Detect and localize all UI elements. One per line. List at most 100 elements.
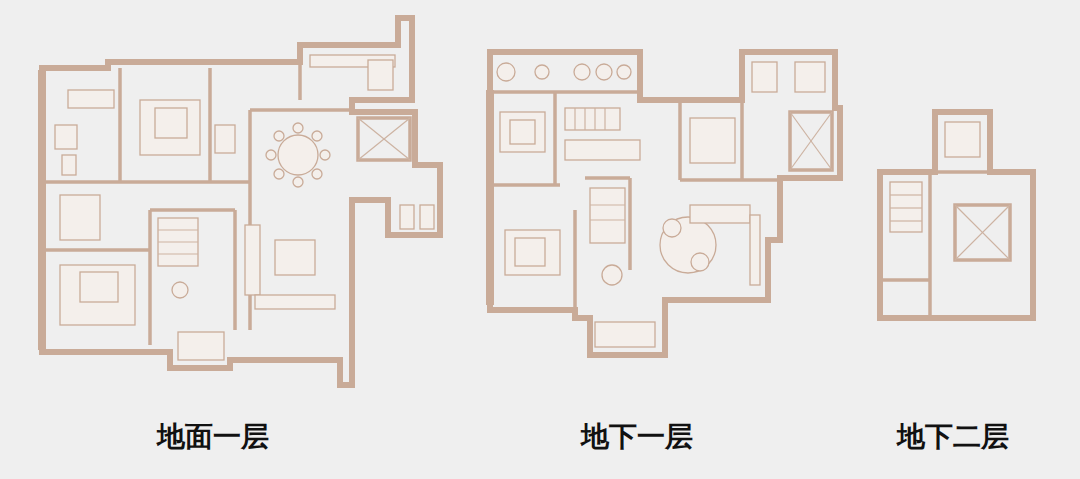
- basement-one-plan-part: [790, 112, 832, 170]
- ground-floor-plan-part: [320, 150, 330, 160]
- basement-one-plan-part: [740, 100, 744, 180]
- ground-floor-plan-part: [42, 180, 250, 184]
- basement-one-plan-part: [490, 90, 640, 94]
- ground-floor-plan-part: [266, 150, 276, 160]
- basement-one-plan-part: [505, 230, 560, 275]
- basement-one-plan-part: [590, 204, 625, 205]
- basement-one-plan-part: [490, 183, 560, 187]
- basement-one-plan-part: [795, 62, 825, 92]
- basement-one-plan-part: [678, 100, 682, 180]
- basement-one-plan-part: [690, 205, 750, 223]
- ground-floor-plan-part: [420, 205, 434, 229]
- basement-two-plan-part: [955, 205, 1010, 260]
- ground-floor-plan-part: [62, 155, 76, 175]
- basement-one-plan-part: [594, 108, 595, 130]
- ground-floor-plan-part: [148, 210, 152, 345]
- ground-floor-plan-part: [42, 18, 440, 385]
- ground-floor-plan: [38, 18, 440, 385]
- basement-two-plan-part: [935, 170, 990, 174]
- basement-one-plan-part: [628, 178, 632, 270]
- ground-floor-plan-part: [250, 108, 352, 112]
- basement-one-plan-part: [602, 265, 622, 285]
- basement-one-plan-part: [585, 176, 630, 180]
- basement-one-plan-part: [590, 188, 625, 243]
- ground-floor-plan-part: [158, 241, 198, 242]
- ground-floor-plan-part: [275, 240, 315, 275]
- ground-floor-plan-part: [140, 100, 200, 155]
- basement-two-plan-part: [890, 194, 922, 195]
- ground-floor-plan-part: [298, 62, 302, 100]
- ground-floor-plan-part: [278, 135, 318, 175]
- ground-floor-plan-part: [293, 177, 303, 187]
- ground-floor-plan-part: [215, 125, 235, 153]
- basement-one-plan-part: [663, 219, 681, 237]
- ground-floor-plan-part: [245, 225, 260, 295]
- ground-floor-plan-part: [274, 169, 284, 179]
- basement-one-plan-part: [490, 52, 840, 355]
- ground-floor-plan-part: [208, 68, 212, 182]
- basement-one-plan-part: [515, 238, 545, 266]
- ground-floor-plan-part: [248, 110, 252, 330]
- ground-floor-plan-part: [55, 125, 77, 149]
- ground-floor-plan-part: [158, 253, 198, 254]
- ground-floor-plan-part: [150, 208, 235, 212]
- basement-one-plan-part: [617, 65, 631, 79]
- ground-floor-plan-part: [80, 272, 118, 302]
- basement-one-plan-part: [510, 120, 535, 144]
- ground-floor-plan-part: [118, 68, 122, 182]
- basement-one-plan-part: [574, 64, 590, 80]
- basement-one-plan-part: [680, 178, 780, 182]
- basement-one-plan-part: [535, 65, 549, 79]
- ground-floor-plan-part: [312, 131, 322, 141]
- basement-two-plan-part: [890, 182, 922, 232]
- ground-floor-plan-part: [358, 118, 410, 160]
- ground-floor-plan-part: [274, 131, 284, 141]
- basement-one-plan-part: [691, 253, 709, 271]
- ground-floor-plan-part: [358, 118, 410, 160]
- ground-floor-plan-part: [358, 118, 410, 160]
- basement-one-plan-part: [590, 219, 625, 220]
- ground-floor-plan-part: [38, 70, 46, 350]
- ground-floor-plan-part: [60, 195, 100, 240]
- ground-floor-plan-part: [178, 332, 224, 360]
- basement-two-plan-part: [890, 207, 922, 208]
- ground-floor-plan-part: [42, 248, 150, 252]
- basement-two-plan-part: [880, 278, 930, 282]
- basement-one-plan-part: [690, 118, 735, 163]
- ground-floor-plan-part: [158, 218, 198, 266]
- basement-one-plan-part: [750, 215, 760, 285]
- basement-one-plan-part: [660, 217, 716, 273]
- basement-one-plan-part: [790, 112, 832, 170]
- basement-one-plan-part: [752, 62, 777, 92]
- basement-two-plan-part: [880, 112, 1033, 318]
- ground-floor-plan-part: [368, 60, 393, 90]
- ground-floor-plan-part: [293, 123, 303, 133]
- basement-one-plan-part: [790, 112, 832, 170]
- ground-floor-plan-part: [155, 108, 187, 138]
- basement-one-plan-part: [497, 63, 515, 81]
- basement-one-plan-part: [596, 64, 612, 80]
- ground-floor-plan-part: [400, 205, 414, 229]
- basement-one-plan-part: [573, 210, 577, 310]
- basement-two-plan-part: [890, 220, 922, 221]
- ground-floor-plan-part: [60, 265, 135, 325]
- ground-floor-plan-part: [255, 295, 335, 309]
- basement-one-plan-part: [565, 108, 620, 130]
- ground-floor-plan-part: [312, 169, 322, 179]
- basement-one-plan-part: [584, 108, 585, 130]
- basement-one-plan-part: [500, 112, 545, 152]
- ground-floor-plan-part: [68, 90, 114, 108]
- basement-one-plan-part: [553, 92, 557, 185]
- basement-two-plan-part: [955, 205, 1010, 260]
- basement-one-plan-part: [565, 140, 640, 160]
- floor-label: 地下二层: [897, 420, 1009, 454]
- basement-one-plan: [486, 52, 840, 355]
- ground-floor-plan-part: [233, 210, 237, 330]
- floor-label: 地面一层: [157, 420, 269, 454]
- basement-two-plan-part: [928, 172, 932, 318]
- floor-label: 地下一层: [581, 420, 693, 454]
- basement-one-plan-part: [486, 90, 494, 305]
- basement-two-plan: [880, 112, 1033, 318]
